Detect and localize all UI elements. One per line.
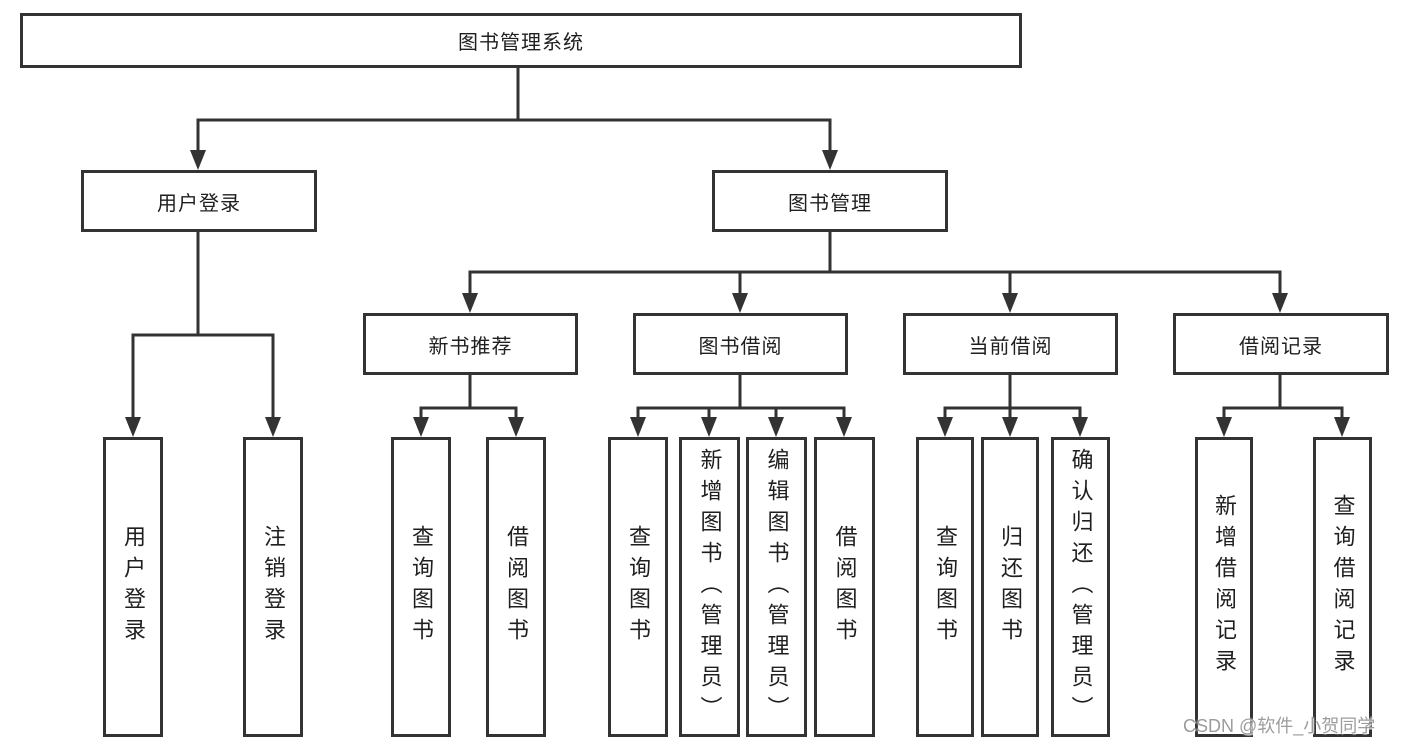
leaf-label: 新增借阅记录 [1212, 494, 1237, 680]
leaf-label: 归还图书 [998, 525, 1023, 649]
leaf-query-book-borrow: 查询图书 [608, 437, 668, 737]
leaf-label: 查询图书 [933, 525, 958, 649]
leaf-label: 确认归还（管理员） [1068, 447, 1094, 727]
connector-path [131, 66, 1344, 422]
leaf-label: 编辑图书（管理员） [764, 447, 790, 727]
leaf-label: 用户登录 [121, 525, 146, 649]
leaf-logout: 注销登录 [243, 437, 303, 737]
node-borrow-records: 借阅记录 [1173, 313, 1389, 375]
leaf-label: 查询图书 [626, 525, 651, 649]
leaf-query-book-recommend: 查询图书 [391, 437, 451, 737]
node-root-system: 图书管理系统 [20, 13, 1022, 68]
leaf-user-login: 用户登录 [103, 437, 163, 737]
leaf-borrow-book-recommend: 借阅图书 [486, 437, 546, 737]
node-book-management-branch: 图书管理 [712, 170, 948, 232]
node-current-borrow: 当前借阅 [903, 313, 1118, 375]
leaf-query-borrow-record: 查询借阅记录 [1313, 437, 1372, 737]
node-new-book-recommend: 新书推荐 [363, 313, 578, 375]
leaf-edit-book-admin: 编辑图书（管理员） [746, 437, 807, 737]
leaf-label: 借阅图书 [832, 525, 858, 649]
leaf-add-borrow-record: 新增借阅记录 [1195, 437, 1253, 737]
leaf-label: 借阅图书 [504, 525, 529, 649]
leaf-add-book-admin: 新增图书（管理员） [679, 437, 740, 737]
leaf-query-book-current: 查询图书 [916, 437, 974, 737]
arrowheads [125, 150, 1350, 437]
csdn-watermark: CSDN @软件_小贺同学 [1183, 716, 1376, 736]
leaf-borrow-book: 借阅图书 [814, 437, 875, 737]
leaf-confirm-return-admin: 确认归还（管理员） [1051, 437, 1110, 737]
leaf-label: 新增图书（管理员） [697, 447, 723, 727]
leaf-label: 查询图书 [409, 525, 434, 649]
leaf-label: 注销登录 [261, 525, 286, 649]
node-user-login-branch: 用户登录 [81, 170, 317, 232]
leaf-label: 查询借阅记录 [1330, 494, 1356, 680]
node-book-borrow: 图书借阅 [633, 313, 848, 375]
leaf-return-book: 归还图书 [981, 437, 1039, 737]
